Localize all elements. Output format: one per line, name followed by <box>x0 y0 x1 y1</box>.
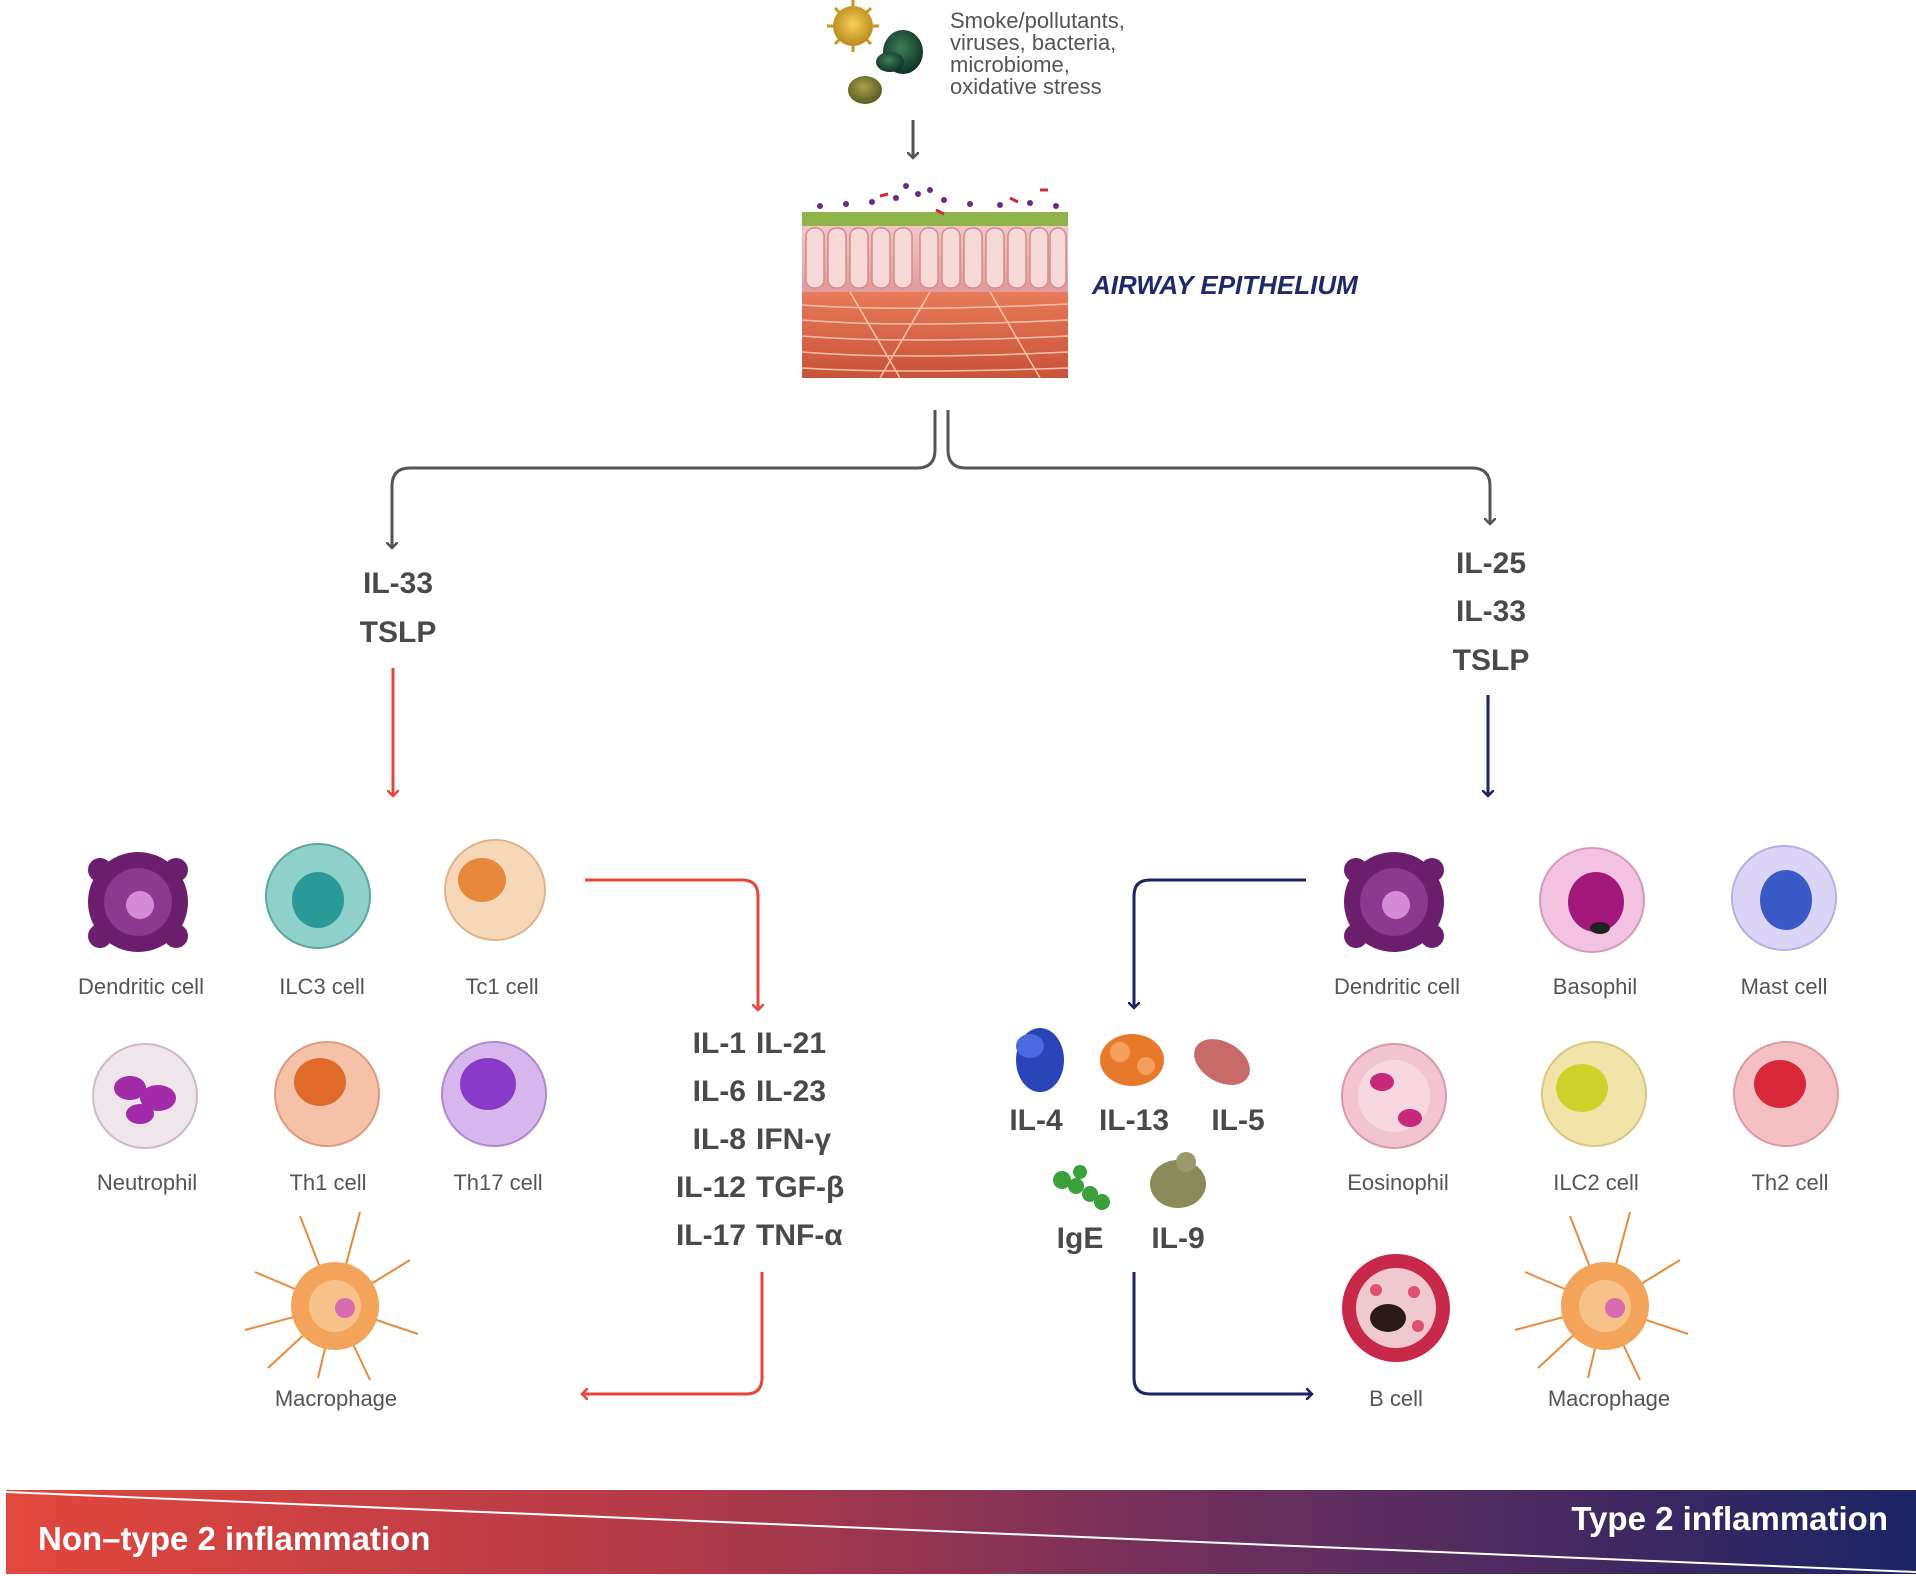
cytokine: IL-17 <box>675 1219 746 1252</box>
cell-label: Basophil <box>1552 974 1638 999</box>
il13-molecule-icon <box>1100 1034 1164 1086</box>
cell-label: Dendritic cell <box>1334 974 1460 999</box>
molecule-label: IL-13 <box>1098 1104 1170 1137</box>
cytokine: IL-12 <box>675 1171 746 1204</box>
ilc3-cell-icon <box>265 843 371 949</box>
dendritic-cell-icon <box>1344 852 1444 952</box>
cell-label: Macrophage <box>274 1386 398 1411</box>
virus-particle-icon <box>876 30 923 74</box>
right-alarmin: IL-33 <box>1455 595 1527 628</box>
cytokine-list-col1: IL-1 IL-6 IL-8 IL-12 IL-17 <box>670 1027 746 1267</box>
cytokine: IL-1 <box>692 1027 746 1060</box>
right-cytokines-to-cells-arrow <box>1132 1272 1312 1394</box>
left-cells-to-cytokines-arrow <box>585 878 758 1010</box>
dendritic-cell-icon <box>88 852 188 952</box>
cell-label: Macrophage <box>1547 1386 1671 1411</box>
molecule-label: IgE <box>1056 1222 1104 1255</box>
cell-label: ILC2 cell <box>1553 1170 1639 1195</box>
cell-label: Th2 cell <box>1751 1170 1829 1195</box>
cell-label: Th1 cell <box>289 1170 367 1195</box>
macrophage-icon <box>1514 1211 1689 1381</box>
cytokine-list-col2: IL-21 IL-23 IFN-γ TGF-β TNF-α <box>756 1027 844 1267</box>
bacteria-particle-icon <box>848 76 882 104</box>
cytokine: IFN-γ <box>756 1123 831 1156</box>
stimuli-line: viruses, bacteria, <box>950 30 1117 55</box>
cytokine: IL-21 <box>756 1027 827 1060</box>
molecule-label: IL-5 <box>1211 1104 1265 1137</box>
tc1-cell-icon <box>444 839 546 941</box>
type2-label: Type 2 inflammation <box>1571 1500 1888 1537</box>
right-cells-to-cytokines-arrow <box>1134 878 1306 1008</box>
branch-connector <box>392 410 1490 548</box>
b-cell-icon <box>1342 1254 1450 1362</box>
cell-label: B cell <box>1369 1386 1423 1411</box>
il5-molecule-icon <box>1194 1039 1250 1085</box>
th1-cell-icon <box>274 1041 380 1147</box>
cytokine: TNF-α <box>756 1219 843 1252</box>
cell-label: ILC3 cell <box>279 974 365 999</box>
ige-molecule-icon <box>1053 1165 1110 1210</box>
pollen-icon <box>827 0 879 52</box>
il9-molecule-icon <box>1150 1152 1206 1208</box>
stimuli-line: microbiome, <box>950 52 1070 77</box>
stimuli-text: Smoke/pollutants, viruses, bacteria, mic… <box>950 10 1125 98</box>
cytokine: IL-6 <box>692 1075 746 1108</box>
eosinophil-icon <box>1341 1043 1447 1149</box>
molecule-label: IL-4 <box>1009 1104 1063 1137</box>
non-type2-label: Non–type 2 inflammation <box>38 1520 431 1557</box>
stimuli-line: Smoke/pollutants, <box>950 8 1125 33</box>
right-alarmin: TSLP <box>1452 644 1530 677</box>
th17-cell-icon <box>441 1041 547 1147</box>
neutrophil-icon <box>92 1043 198 1149</box>
right-alarmin: IL-25 <box>1455 547 1527 580</box>
cell-label: Mast cell <box>1740 974 1828 999</box>
left-alarmin: TSLP <box>359 616 437 649</box>
basophil-icon <box>1539 847 1645 953</box>
cytokine: TGF-β <box>756 1171 845 1204</box>
left-cytokines-return-arrow <box>582 1272 764 1394</box>
stimuli-line: oxidative stress <box>950 74 1102 99</box>
airway-epithelium-illustration <box>801 183 1069 379</box>
mast-cell-icon <box>1731 845 1837 951</box>
ilc2-cell-icon <box>1541 1041 1647 1147</box>
airway-epithelium-label: AIRWAY EPITHELIUM <box>1092 270 1358 300</box>
macrophage-icon <box>244 1211 419 1381</box>
cell-label: Tc1 cell <box>465 974 539 999</box>
cytokine: IL-23 <box>756 1075 827 1108</box>
il4-molecule-icon <box>1016 1028 1064 1092</box>
cell-label: Dendritic cell <box>78 974 204 999</box>
cell-label: Th17 cell <box>453 1170 543 1195</box>
left-alarmin: IL-33 <box>362 567 434 600</box>
molecule-label: IL-9 <box>1151 1222 1205 1255</box>
cell-label: Eosinophil <box>1347 1170 1449 1195</box>
th2-cell-icon <box>1733 1041 1839 1147</box>
cell-label: Neutrophil <box>96 1170 198 1195</box>
cytokine: IL-8 <box>692 1123 746 1156</box>
